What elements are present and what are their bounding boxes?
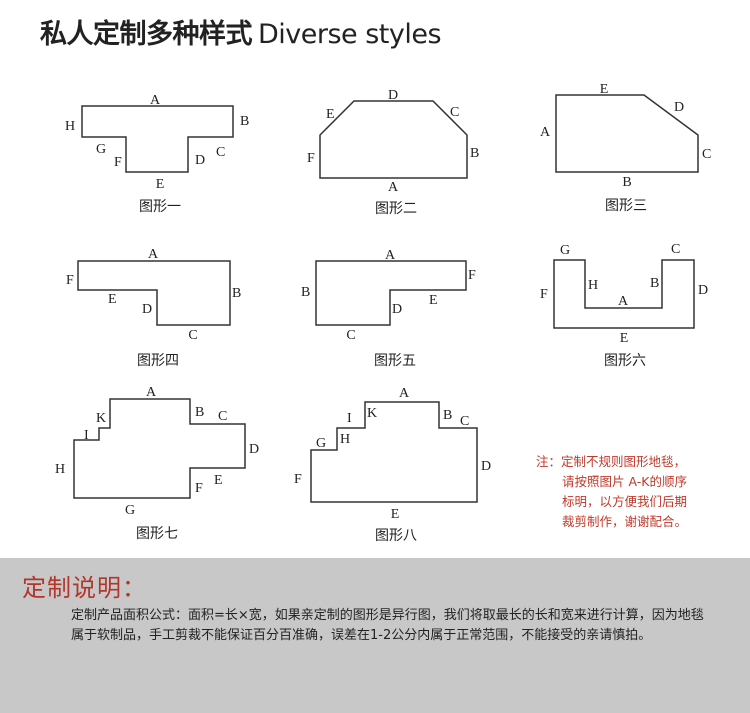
note-line: 裁剪制作，谢谢配合。 xyxy=(562,514,688,529)
shape-5-label-a: A xyxy=(385,248,396,263)
shape-diagrams: A H B G F D C E 图形一 D E C F B A 图形二 E D … xyxy=(55,82,711,544)
shape-8-label-c: C xyxy=(460,414,469,429)
custom-note: 注：定制不规则图形地毯， 请按照图片 A-K的顺序 标明，以方便我们后期 裁剪制… xyxy=(536,452,736,532)
shape-6: G C H B F D A E 图形六 xyxy=(540,242,708,369)
shape-8: A I K B C G H D F E 图形八 xyxy=(294,386,491,544)
shape-5-label-f: F xyxy=(468,268,476,283)
shape-8-label-k: K xyxy=(367,406,377,421)
shape-8-label-b: B xyxy=(443,408,452,423)
shape-3-label-e: E xyxy=(600,82,609,97)
shape-4-label-c: C xyxy=(188,328,197,343)
shape-5-label-e: E xyxy=(429,293,438,308)
shape-1-label-c: C xyxy=(216,145,225,160)
shape-6-label-a: A xyxy=(618,294,629,309)
shape-4-label-b: B xyxy=(232,286,241,301)
shape-1-label-a: A xyxy=(150,93,161,108)
shape-1: A H B G F D C E 图形一 xyxy=(65,93,249,215)
shape-5-label-b: B xyxy=(301,285,310,300)
shape-1-caption: 图形一 xyxy=(139,199,181,215)
shape-2-label-e: E xyxy=(326,107,335,122)
shape-1-label-e: E xyxy=(156,177,165,192)
shape-2-label-f: F xyxy=(307,151,315,166)
shape-7-label-i: I xyxy=(84,428,89,443)
shape-3-outline xyxy=(555,94,699,173)
shape-2-caption: 图形二 xyxy=(375,201,417,217)
shape-3-caption: 图形三 xyxy=(605,198,647,214)
shape-1-label-h: H xyxy=(65,119,75,134)
shape-1-outline xyxy=(81,105,234,173)
shape-4-label-e: E xyxy=(108,292,117,307)
note-line: 注：定制不规则图形地毯， xyxy=(536,454,687,469)
shape-8-label-d: D xyxy=(481,459,491,474)
shape-6-label-h: H xyxy=(588,278,598,293)
shape-8-label-h: H xyxy=(340,432,350,447)
shape-3-label-d: D xyxy=(674,100,684,115)
shape-8-outline xyxy=(310,401,478,503)
shape-4-label-f: F xyxy=(66,273,74,288)
shape-6-label-e: E xyxy=(620,331,629,346)
shape-1-label-g: G xyxy=(96,142,106,157)
shape-5-outline xyxy=(315,260,467,326)
explanation-title: 定制说明： xyxy=(22,574,147,602)
shape-8-label-e: E xyxy=(391,507,400,522)
shape-7-outline xyxy=(73,398,246,499)
shape-8-label-g: G xyxy=(316,436,326,451)
shape-6-caption: 图形六 xyxy=(604,353,646,369)
shape-4: A F B E D C 图形四 xyxy=(66,247,241,369)
shape-6-label-b: B xyxy=(650,276,659,291)
title-en: Diverse styles xyxy=(258,19,442,50)
shape-7-caption: 图形七 xyxy=(136,526,178,542)
shape-7-label-k: K xyxy=(96,411,106,426)
shape-7-label-f: F xyxy=(195,481,203,496)
shape-2-outline xyxy=(319,100,468,179)
shape-4-caption: 图形四 xyxy=(137,353,179,369)
shape-2-label-d: D xyxy=(388,88,398,103)
shape-5-label-d: D xyxy=(392,302,402,317)
shape-7: A K B C I D H E F G 图形七 xyxy=(55,385,259,542)
shape-6-outline xyxy=(553,259,695,329)
shape-6-label-d: D xyxy=(698,283,708,298)
shape-2: D E C F B A 图形二 xyxy=(307,88,479,217)
shape-8-label-f: F xyxy=(294,472,302,487)
shape-2-label-c: C xyxy=(450,105,459,120)
title-cn: 私人定制多种样式 xyxy=(40,19,253,50)
shape-7-label-b: B xyxy=(195,405,204,420)
shape-5-caption: 图形五 xyxy=(374,353,416,369)
shape-4-outline xyxy=(77,260,231,326)
shape-3-label-c: C xyxy=(702,147,711,162)
shape-6-label-c: C xyxy=(671,242,680,257)
shape-8-label-a: A xyxy=(399,386,410,401)
shape-6-label-g: G xyxy=(560,243,570,258)
shape-1-label-d: D xyxy=(195,153,205,168)
shape-4-label-a: A xyxy=(148,247,159,262)
shape-7-label-a: A xyxy=(146,385,157,400)
shape-2-label-a: A xyxy=(388,180,399,195)
shape-1-label-b: B xyxy=(240,114,249,129)
shape-7-label-e: E xyxy=(214,473,223,488)
note-line: 请按照图片 A-K的顺序 xyxy=(562,474,687,489)
note-line: 标明，以方便我们后期 xyxy=(562,494,688,509)
shape-8-label-i: I xyxy=(347,411,352,426)
shape-3-label-a: A xyxy=(540,125,551,140)
custom-explanation-panel: 定制说明： 定制产品面积公式：面积=长×宽，如果亲定制的图形是异行图，我们将取最… xyxy=(0,558,750,713)
shape-2-label-b: B xyxy=(470,146,479,161)
shape-3: E D A C B 图形三 xyxy=(540,82,711,214)
explanation-body: 定制产品面积公式：面积=长×宽，如果亲定制的图形是异行图，我们将取最长的长和宽来… xyxy=(71,608,704,643)
shape-1-label-f: F xyxy=(114,155,122,170)
shape-7-label-d: D xyxy=(249,442,259,457)
shape-5-label-c: C xyxy=(346,328,355,343)
shape-7-label-h: H xyxy=(55,462,65,477)
shape-3-label-b: B xyxy=(622,175,631,190)
shape-8-caption: 图形八 xyxy=(375,528,417,544)
shape-7-label-g: G xyxy=(125,503,135,518)
shape-6-label-f: F xyxy=(540,287,548,302)
shape-4-label-d: D xyxy=(142,302,152,317)
shape-7-label-c: C xyxy=(218,409,227,424)
shape-5: A F B E D C 图形五 xyxy=(301,248,476,369)
